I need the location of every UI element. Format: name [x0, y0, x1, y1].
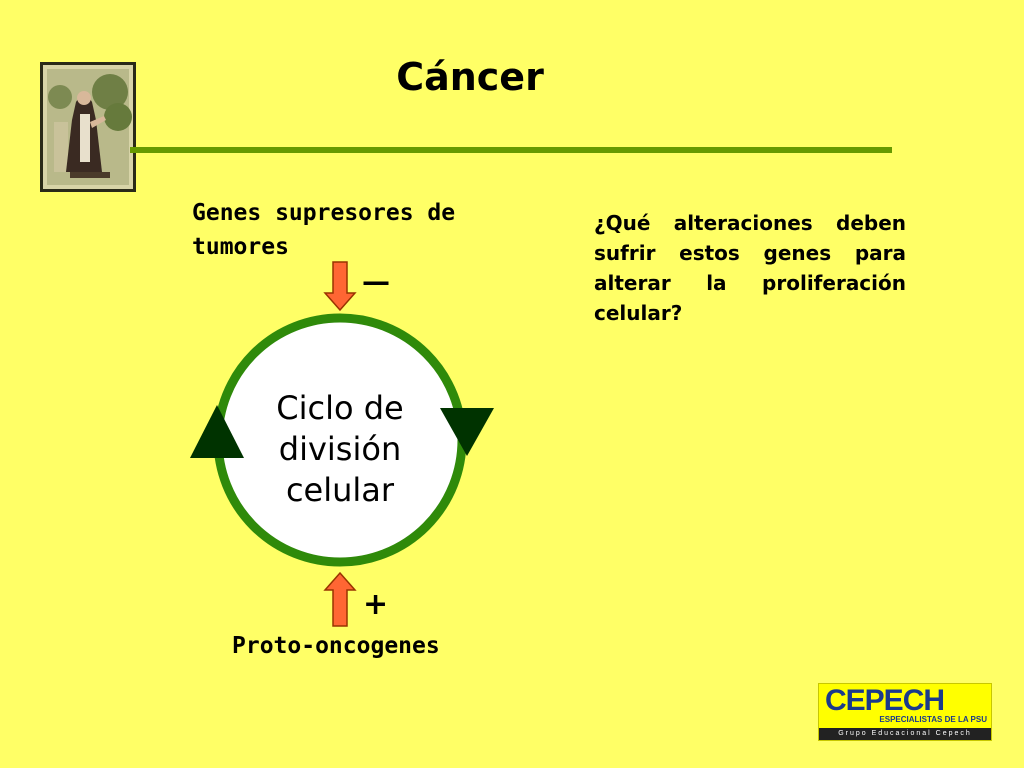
- portrait-image: [40, 62, 136, 192]
- suppressor-arrow: [323, 261, 357, 312]
- cell-cycle-label: Ciclo de división celular: [240, 388, 440, 511]
- inhibition-sign: —: [362, 265, 390, 298]
- cepech-logo: CEPECH ESPECIALISTAS DE LA PSU Grupo Edu…: [818, 683, 992, 741]
- logo-group-bar: Grupo Educacional Cepech: [819, 728, 991, 740]
- cycle-label-line: división: [278, 430, 402, 468]
- logo-brand: CEPECH: [825, 684, 945, 717]
- cycle-label-line: celular: [285, 471, 395, 509]
- proto-oncogenes-label: Proto-oncogenes: [232, 633, 440, 659]
- activation-sign: +: [363, 587, 389, 622]
- cycle-arrowhead-up: [190, 405, 244, 458]
- cycle-label-line: Ciclo de: [276, 389, 404, 427]
- oncogene-arrow: [323, 571, 357, 627]
- question-text: ¿Qué alteraciones deben sufrir estos gen…: [594, 211, 906, 325]
- title-underline: [130, 147, 892, 153]
- cycle-arrowhead-down: [440, 408, 494, 456]
- slide-title: Cáncer: [396, 55, 544, 99]
- logo-tagline: ESPECIALISTAS DE LA PSU: [879, 715, 987, 724]
- tumor-suppressor-genes-label: Genes supresores de tumores: [192, 200, 456, 260]
